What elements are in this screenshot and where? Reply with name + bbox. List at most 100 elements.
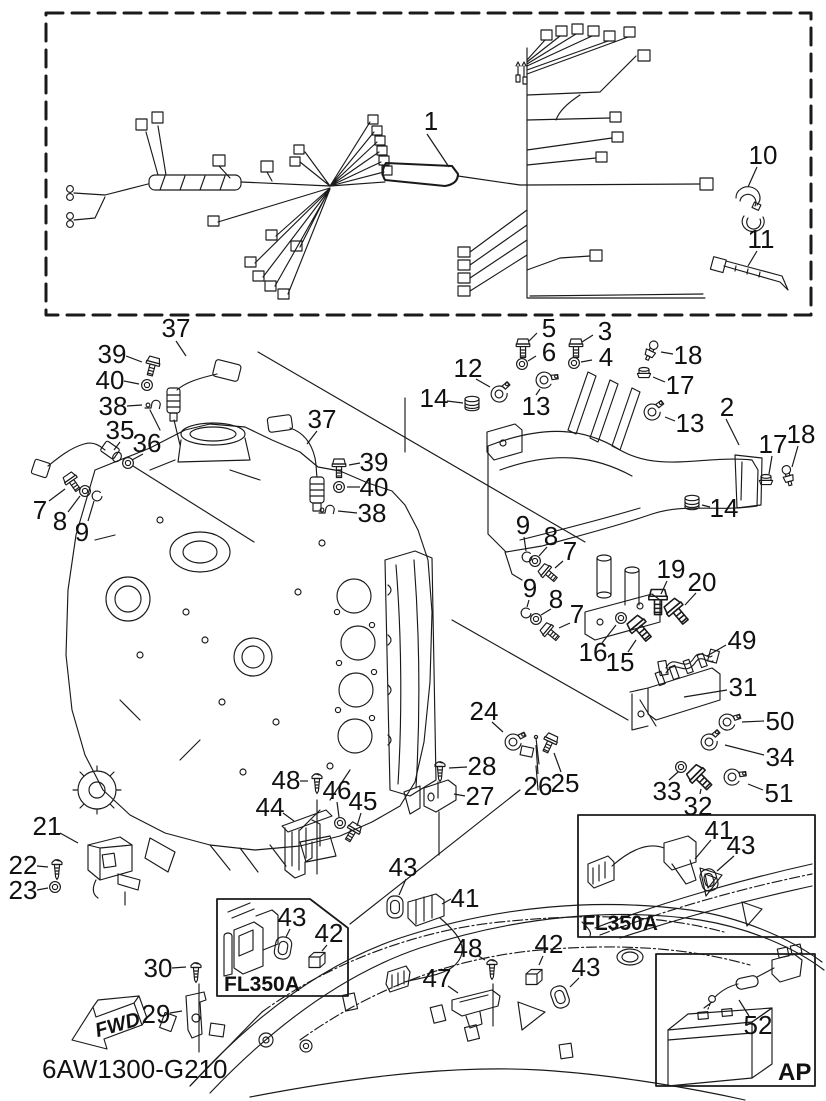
callout-number: 19 — [657, 554, 686, 584]
clampB-part-icon — [504, 731, 527, 751]
callout-number: 4 — [599, 342, 613, 372]
inset-right-box: FL350A — [577, 814, 816, 939]
callout-number: 41 — [451, 883, 480, 913]
box3d-part-icon — [308, 951, 326, 969]
washer-part-icon — [122, 457, 134, 469]
nutF-part-icon — [636, 366, 652, 379]
callout-number: 45 — [349, 786, 378, 816]
callout-number: 12 — [454, 353, 483, 383]
cwasher-part-icon — [520, 607, 532, 619]
callout-number: 33 — [653, 776, 682, 806]
construction-lines — [132, 351, 629, 925]
bolt-part-icon — [61, 470, 85, 495]
fuse-bracket-31-art — [629, 652, 721, 731]
callout-38: 38 — [318, 498, 387, 528]
callout-number: 49 — [728, 625, 757, 655]
leader-line — [527, 355, 537, 362]
leader-line — [699, 788, 702, 795]
leader-line — [747, 250, 758, 267]
callout-number: 44 — [256, 792, 285, 822]
leader-line — [348, 462, 361, 466]
callout-number: 26 — [524, 771, 553, 801]
callout-number: 36 — [133, 428, 162, 458]
callout-29: 29 — [142, 999, 183, 1029]
callout-16: 16 — [579, 612, 627, 667]
callout-number: 20 — [688, 567, 717, 597]
callout-39: 39 — [98, 339, 162, 378]
callout-34: 34 — [698, 728, 794, 772]
leader-line — [724, 744, 765, 756]
leader-line — [706, 644, 727, 657]
callout-48: 48 — [272, 765, 323, 795]
callout-25: 25 — [538, 731, 580, 798]
callout-number: 9 — [75, 517, 89, 547]
leader-line — [553, 752, 562, 773]
leader-line — [356, 812, 362, 827]
callout-14: 14 — [684, 493, 738, 523]
washer-part-icon — [568, 357, 580, 369]
callout-11: 11 — [747, 224, 775, 267]
leader-line — [446, 400, 464, 404]
leader-line — [538, 955, 544, 966]
screw-part-icon — [51, 859, 63, 881]
grommetO-part-icon — [272, 935, 294, 961]
callout-number: 14 — [420, 383, 449, 413]
coil-bracket-44-art — [281, 809, 333, 879]
callout-number: 24 — [470, 696, 499, 726]
callout-18: 18 — [779, 419, 815, 488]
callout-number: 7 — [570, 599, 584, 629]
callout-number: 35 — [106, 415, 135, 445]
callout-43: 43 — [548, 952, 600, 1011]
callout-8: 8 — [529, 521, 558, 567]
callout-number: 11 — [748, 224, 775, 254]
callout-3: 3 — [568, 316, 612, 359]
leader-line — [36, 887, 49, 891]
leader-line — [321, 944, 328, 952]
inset-left-border — [216, 898, 349, 997]
plug-wire-37-left-art — [166, 359, 242, 422]
bolt-part-icon — [515, 338, 531, 359]
band-49-art — [657, 648, 720, 677]
leader-line — [426, 133, 450, 168]
boltB-part-icon — [684, 762, 717, 795]
screw-part-icon — [190, 962, 202, 984]
callout-17: 17 — [759, 429, 788, 486]
callout-17: 17 — [636, 366, 694, 400]
bolt-part-icon — [568, 338, 584, 359]
callout-8: 8 — [53, 485, 91, 536]
callout-number: 25 — [551, 768, 580, 798]
callout-14: 14 — [420, 383, 480, 413]
callout-number: 37 — [162, 313, 191, 343]
clampS-part-icon — [144, 399, 161, 410]
callout-52: 52 — [738, 999, 772, 1040]
callout-23: 23 — [9, 875, 61, 905]
callout-number: 38 — [358, 498, 387, 528]
callout-number: 17 — [759, 429, 788, 459]
screw-part-icon — [486, 959, 498, 981]
leader-line — [581, 334, 594, 343]
callout-number: 31 — [729, 672, 758, 702]
callout-number: 48 — [272, 765, 301, 795]
callout-5: 5 — [515, 313, 556, 359]
clamp-10-art — [735, 186, 765, 233]
leader-line — [447, 985, 459, 994]
plug-wire-37-mid-art — [266, 414, 325, 512]
bolt-part-icon — [538, 620, 563, 645]
callout-number: 22 — [9, 850, 38, 880]
bracket-29-art — [185, 983, 207, 1053]
callout-36: 36 — [122, 428, 162, 469]
tie-11-art — [709, 256, 789, 291]
callout-28: 28 — [434, 751, 497, 783]
bracket-47-art — [451, 983, 501, 1029]
callout-number: 1 — [424, 106, 438, 136]
leader-line — [535, 388, 541, 396]
callout-number: 8 — [53, 506, 67, 536]
callout-26: 26 — [524, 744, 553, 801]
callout-41: 41 — [441, 883, 480, 913]
callout-number: 28 — [468, 751, 497, 781]
callout-47: 47 — [423, 963, 459, 994]
battery-cable-52-art — [707, 943, 803, 1010]
leader-line — [87, 500, 95, 522]
leader-line — [526, 599, 530, 608]
